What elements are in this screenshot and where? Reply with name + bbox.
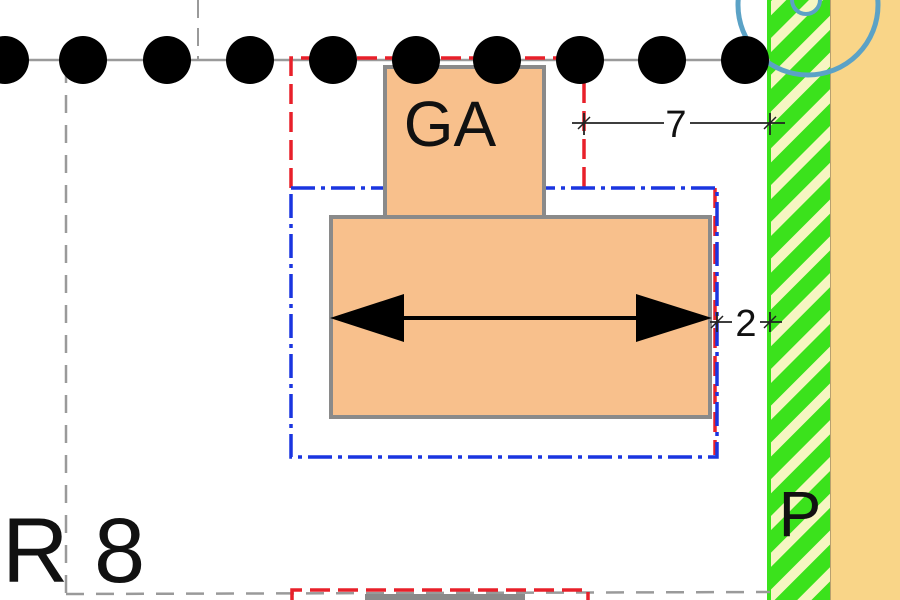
boundary-dot-icon xyxy=(59,36,107,84)
boundary-dot-icon xyxy=(0,36,29,84)
tree-circle-inner xyxy=(790,0,822,16)
boundary-dot-row xyxy=(0,36,769,84)
garage-building xyxy=(383,65,546,219)
boundary-dot-icon xyxy=(556,36,604,84)
boundary-dot-icon xyxy=(638,36,686,84)
plot-line-bottom-horizontal xyxy=(65,590,771,596)
grey-building-bottom xyxy=(365,594,525,600)
red-building-boundary-bottom xyxy=(290,588,590,600)
boundary-dot-icon xyxy=(143,36,191,84)
boundary-dot-icon xyxy=(392,36,440,84)
boundary-dot-icon xyxy=(309,36,357,84)
boundary-dot-icon xyxy=(473,36,521,84)
green-hatched-strip xyxy=(768,0,830,600)
parking-label: P xyxy=(779,478,822,550)
dimension-line-top xyxy=(572,113,785,135)
distance-label-top: 7 xyxy=(665,104,686,146)
zone-label: R 8 xyxy=(2,500,145,600)
double-arrow-icon xyxy=(330,294,712,342)
dimension-line-right xyxy=(710,312,782,332)
garage-label: GA xyxy=(404,88,497,160)
blue-construction-boundary xyxy=(289,186,719,459)
street-area xyxy=(830,0,900,600)
distance-label-right: 2 xyxy=(735,303,756,345)
tree-circle xyxy=(735,0,881,78)
boundary-dot-icon xyxy=(226,36,274,84)
boundary-dot-icon xyxy=(721,36,769,84)
